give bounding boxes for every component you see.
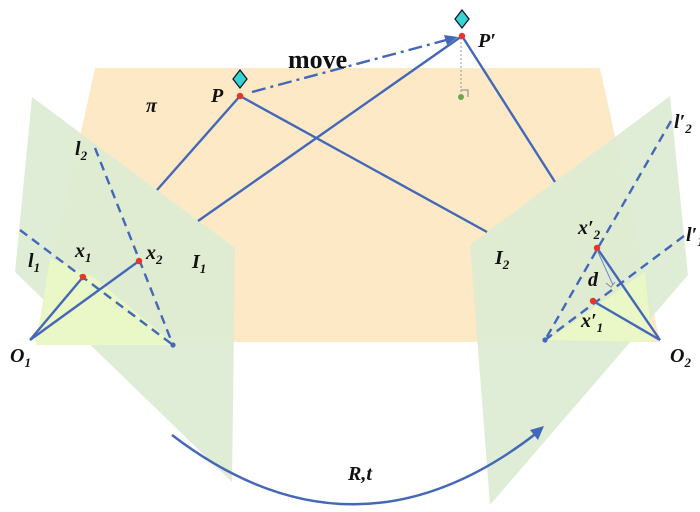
ray-O1-x2 [29,260,140,341]
point-P-prime [458,32,466,40]
label-I1: I1 [191,251,206,276]
epipole-1 [170,342,176,348]
epipolar-line-l2p [543,120,673,341]
move-arrow [251,37,451,94]
diamond-marker-P [232,68,248,90]
epipolar-line-l1 [19,229,174,346]
label-P: P [210,85,224,107]
point-x1p [589,297,597,305]
image-plane-1 [15,97,235,482]
label-O1: O1 [10,345,31,370]
label-l1-prime: l′1 [686,224,700,249]
label-l2-prime: l′2 [674,111,692,136]
ray-O2-x2p [596,247,661,341]
move-arrowhead [444,35,458,45]
point-x2p [593,244,601,252]
label-P-prime: P′ [477,30,496,52]
epipolar-line-l2 [93,147,175,346]
image-plane-2 [470,96,688,505]
right-angle-mark-d [605,281,616,288]
arc-arrowhead [530,426,544,440]
label-pi: π [146,95,158,117]
point-x1 [79,273,87,281]
ray-Pp-left [197,35,463,222]
label-x1-prime: x′1 [580,310,603,335]
label-I2: I2 [494,247,510,272]
diamond-marker-P-prime [454,8,470,30]
ray-Pp-right [460,35,557,183]
label-Rt: R,t [347,463,373,485]
label-d: d [588,269,599,291]
foot-point [458,94,464,100]
ray-P-left [156,95,241,191]
point-P [236,92,244,100]
label-l1: l1 [28,250,40,275]
rotation-translation-arc [171,431,539,506]
ray-O2-x1p [592,299,661,342]
label-x1: x1 [74,240,92,265]
distance-d [597,251,614,286]
ray-O1-x1 [29,276,84,341]
label-l2: l2 [75,138,88,163]
epipole-2 [542,337,548,343]
label-x2-prime: x′2 [577,217,601,242]
label-move: move [288,45,347,74]
point-x2 [135,257,143,265]
label-x2: x2 [145,242,163,267]
label-O2: O2 [670,345,691,370]
overlap-region-1 [36,258,175,345]
ray-P-right [239,94,488,234]
right-angle-mark [461,89,469,97]
